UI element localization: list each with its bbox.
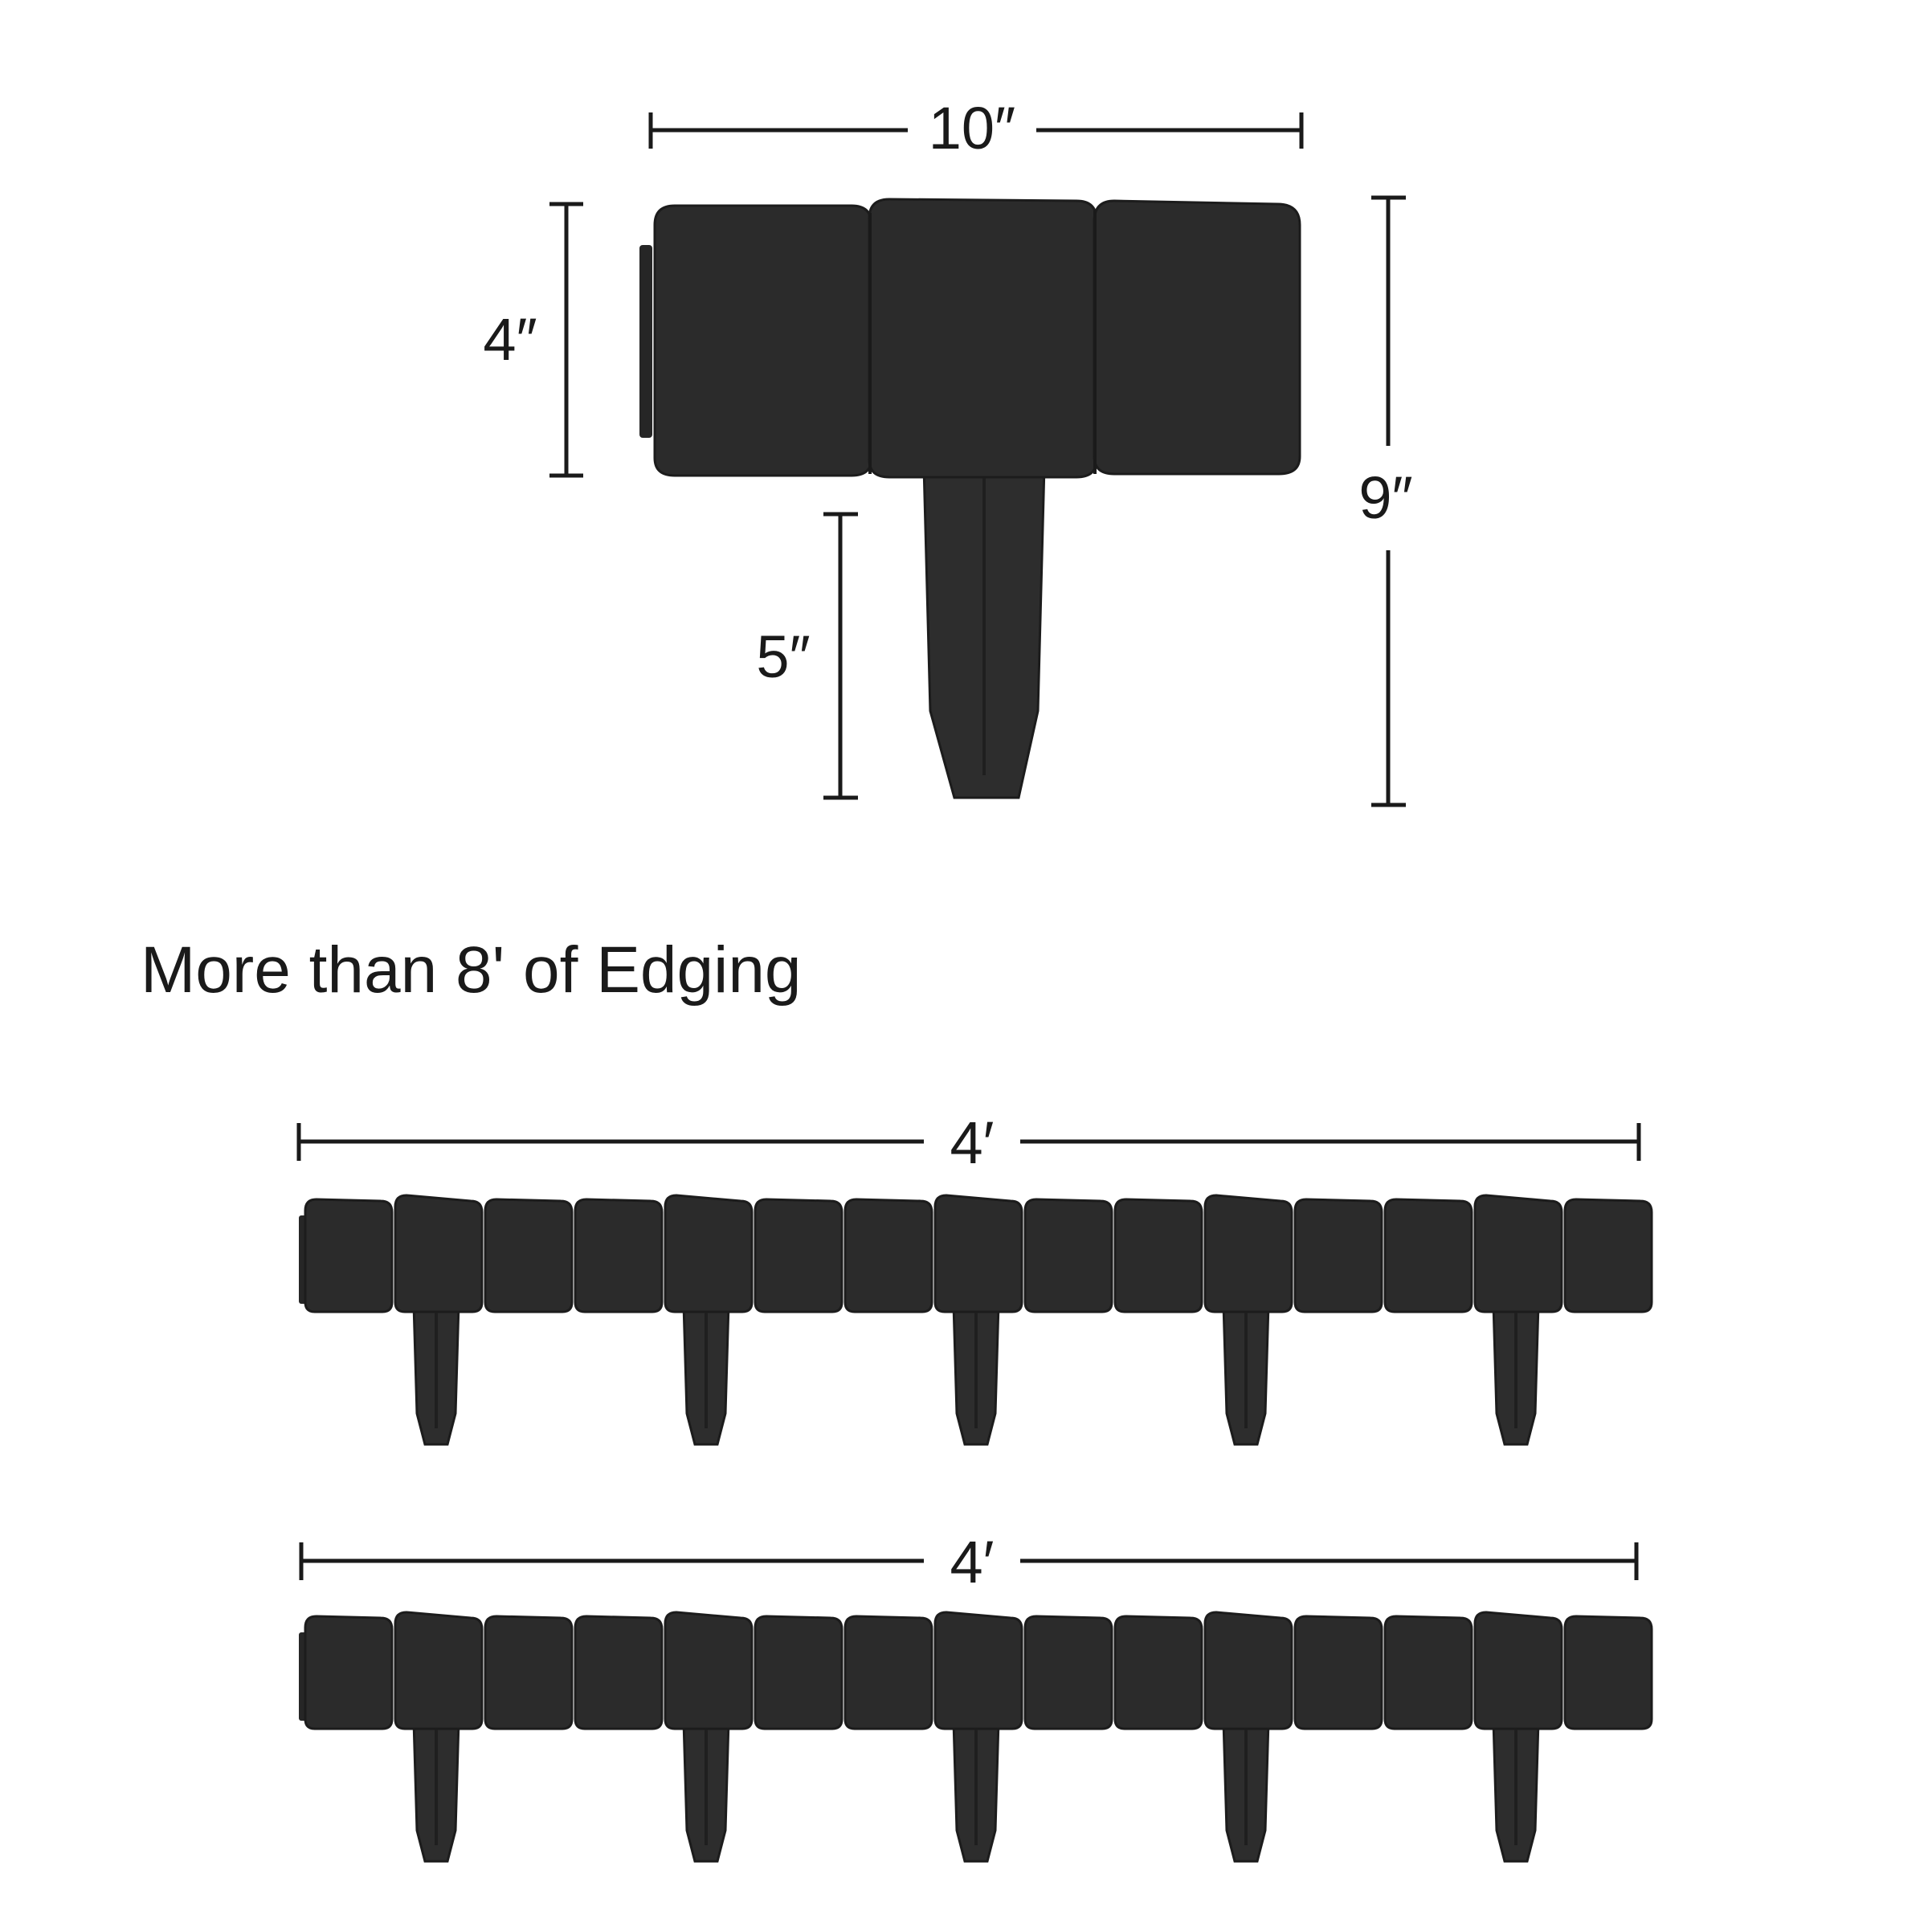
heading: More than 8' of Edging xyxy=(141,933,802,1007)
stone-block xyxy=(1293,1615,1383,1730)
width-label: 10″ xyxy=(929,95,1016,161)
stone-block xyxy=(933,1194,1023,1313)
stone-block xyxy=(664,1194,754,1313)
stone-block xyxy=(394,1611,484,1730)
stake-length-label: 5″ xyxy=(756,623,810,690)
stone-block xyxy=(574,1198,664,1313)
stone-block xyxy=(1023,1198,1113,1313)
stone-block xyxy=(1563,1615,1653,1730)
block-height-label: 4″ xyxy=(483,306,537,373)
stone-block xyxy=(1203,1194,1293,1313)
stone-block xyxy=(664,1611,754,1730)
stone-block xyxy=(653,204,873,477)
stone-block xyxy=(1203,1611,1293,1730)
stone-block xyxy=(754,1615,844,1730)
edging-row: 4′ xyxy=(299,1529,1653,1863)
total-height-label: 9″ xyxy=(1358,464,1412,531)
stone-block xyxy=(484,1615,574,1730)
edging-piece xyxy=(639,198,1301,799)
stone-block xyxy=(1023,1615,1113,1730)
edging-row-art xyxy=(299,1611,1653,1863)
stone-block xyxy=(1563,1198,1653,1313)
edging-row: 4′ xyxy=(296,1109,1653,1446)
width-dimension: 10″ xyxy=(648,95,1304,161)
stone-block xyxy=(1113,1198,1203,1313)
stone-block xyxy=(394,1194,484,1313)
stone-block xyxy=(1383,1198,1473,1313)
row-length-label: 4′ xyxy=(950,1529,994,1595)
stone-block xyxy=(1473,1611,1563,1730)
row-length-dimension: 4′ xyxy=(296,1109,1641,1176)
stone-block xyxy=(1383,1615,1473,1730)
block-height-dimension: 4″ xyxy=(483,202,583,478)
stone-block xyxy=(304,1198,394,1313)
stone-block xyxy=(1293,1198,1383,1313)
stone-block xyxy=(1473,1194,1563,1313)
stone-block xyxy=(868,198,1098,479)
row-length-dimension: 4′ xyxy=(299,1529,1639,1595)
single-piece: 10″ 4″ 9″ 5″ xyxy=(483,95,1413,807)
stone-block xyxy=(1093,199,1301,476)
stone-block xyxy=(304,1615,394,1730)
total-height-dimension: 9″ xyxy=(1358,195,1413,807)
stone-block xyxy=(844,1615,933,1730)
stake-length-dimension: 5″ xyxy=(756,512,858,800)
stone-block xyxy=(484,1198,574,1313)
stone-block xyxy=(844,1198,933,1313)
connector-tab xyxy=(639,245,652,438)
stone-block xyxy=(1113,1615,1203,1730)
stone-block xyxy=(574,1615,664,1730)
stone-block xyxy=(754,1198,844,1313)
edging-row-art xyxy=(299,1194,1653,1446)
stone-block xyxy=(933,1611,1023,1730)
row-length-label: 4′ xyxy=(950,1109,994,1176)
